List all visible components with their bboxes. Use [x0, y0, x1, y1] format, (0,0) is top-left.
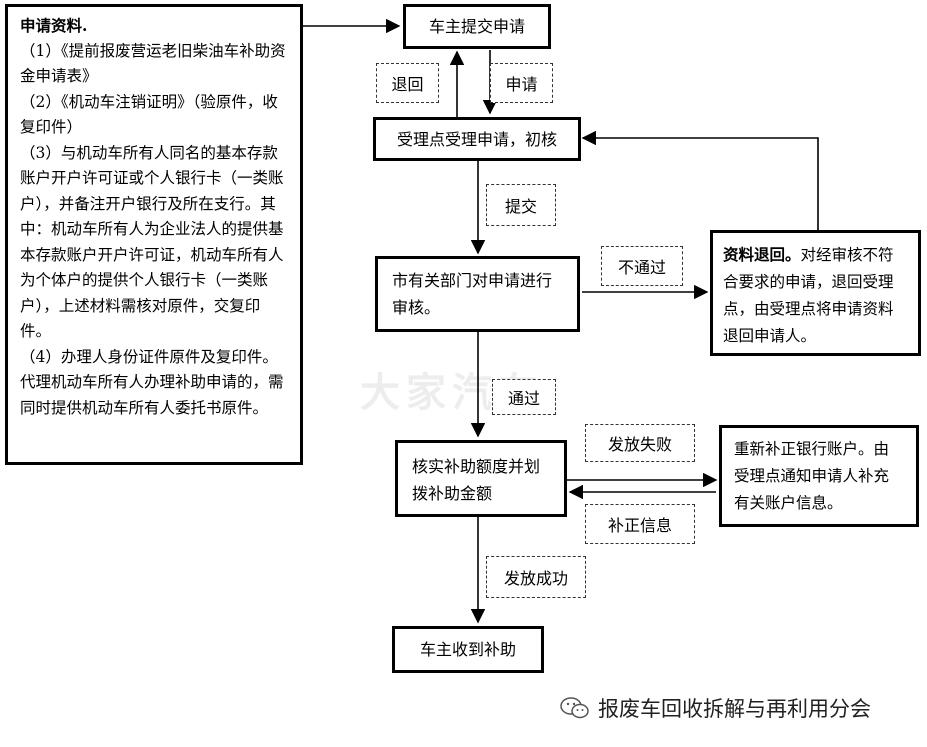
return-title: 资料退回。 — [723, 245, 801, 264]
materials-box: 申请资料. （1）《提前报废营运老旧柴油车补助资金申请表》 （2）《机动车注销证… — [5, 4, 303, 465]
label-fail: 不通过 — [601, 246, 683, 286]
step-submit: 车主提交申请 — [403, 4, 551, 49]
return-box: 资料退回。对经审核不符合要求的申请，退回受理点，由受理点将申请资料退回申请人。 — [710, 230, 921, 356]
footer: 报废车回收拆解与再利用分会 — [560, 693, 871, 723]
label-correct: 补正信息 — [585, 504, 695, 544]
reissue-box: 重新补正银行账户。由受理点通知申请人补充有关账户信息。 — [719, 425, 919, 527]
step-verify: 核实补助额度并划拨补助金额 — [395, 440, 567, 517]
label-back: 退回 — [376, 63, 439, 103]
label-submit: 提交 — [486, 184, 556, 226]
label-apply: 申请 — [490, 63, 553, 103]
wechat-icon — [560, 697, 589, 719]
materials-item-1: （1）《提前报废营运老旧柴油车补助资金申请表》 — [20, 41, 286, 86]
step-review: 市有关部门对申请进行审核。 — [375, 256, 580, 332]
step-accept: 受理点受理申请，初核 — [373, 117, 581, 161]
return-text: 对经审核不符合要求的申请，退回受理点，由受理点将申请资料退回申请人。 — [723, 246, 894, 345]
materials-title: 申请资料. — [20, 16, 88, 35]
footer-text: 报废车回收拆解与再利用分会 — [598, 697, 871, 721]
step-receive: 车主收到补助 — [392, 626, 544, 673]
label-pass: 通过 — [492, 379, 556, 415]
label-pay-success: 发放成功 — [486, 556, 586, 598]
label-pay-fail: 发放失败 — [585, 424, 695, 462]
materials-item-3: （3）与机动车所有人同名的基本存款账户开户许可证或个人银行卡（一类账户），并备注… — [20, 143, 284, 341]
materials-item-2: （2）《机动车注销证明》（验原件，收复印件） — [20, 92, 278, 137]
arrow-return-to-accept — [581, 130, 819, 230]
materials-item-4: （4）办理人身份证件原件及复印件。代理机动车所有人办理补助申请的，需同时提供机动… — [20, 347, 284, 417]
